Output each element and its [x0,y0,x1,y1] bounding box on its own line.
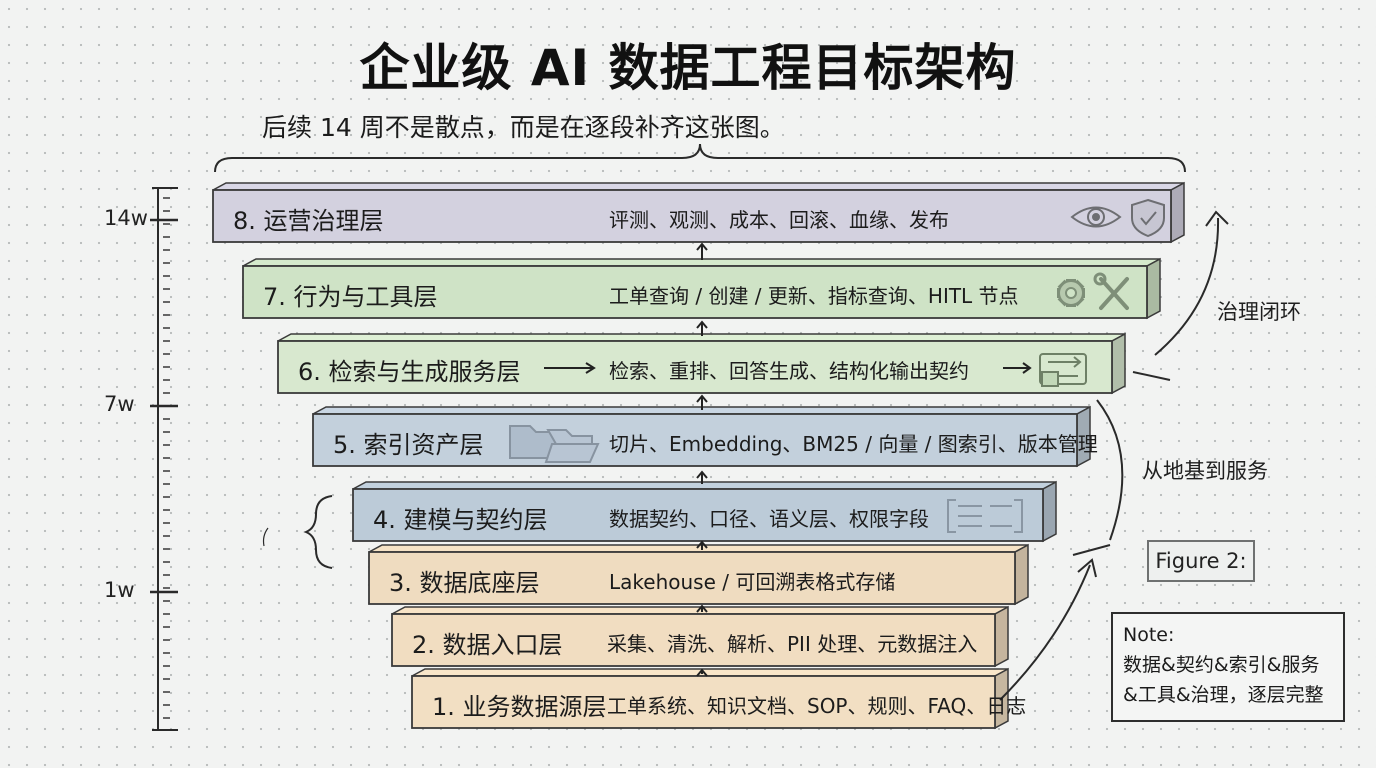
side-curve-end [1072,544,1111,556]
layer-side-face [1042,480,1057,543]
layer-label: 4. 建模与契约层 [373,506,548,534]
inline-arrow [1003,362,1032,374]
page-title: 企业级 AI 数据工程目标架构 [359,39,1017,97]
layer-up-arrowhead [696,242,708,251]
eye-icon [1070,206,1122,228]
layer-label: 5. 索引资产层 [333,431,484,459]
layer-slab [312,405,1091,468]
layer-slab [411,667,1009,730]
layer-up-arrowhead [696,320,708,329]
gear-icon [1057,279,1085,307]
brace-path [214,143,1186,173]
layer-up-arrowhead [696,668,708,677]
layer-description: 评测、观测、成本、回滚、血缘、发布 [609,208,949,232]
layer-top-face [212,182,1185,191]
layer-label: 3. 数据底座层 [389,569,540,597]
layer-slab [242,257,1161,320]
layer-top-face [242,258,1161,267]
layer-label: 8. 运营治理层 [233,207,384,235]
subtitle: 后续 14 周不是散点，而是在逐段补齐这张图。 [262,113,785,142]
timeline-tick-label: 14w [104,206,148,230]
layer-label: 6. 检索与生成服务层 [298,358,521,386]
layer-arrows [544,242,1032,677]
pencil-mark [262,527,269,547]
top-brace [214,143,1186,173]
governance-loop-label: 治理闭环 [1217,300,1301,324]
layer-front-face [242,265,1148,319]
layer-top-face [352,481,1057,490]
layer-description: 数据契约、口径、语义层、权限字段 [609,507,929,531]
layer-side-face [1111,332,1126,395]
document-flow-icon [1039,353,1087,387]
note-box: Note: 数据&契约&索引&服务 &工具&治理，逐层完整 [1111,612,1345,722]
layer-side-face [1170,181,1185,244]
layer-up-arrowhead [696,604,708,613]
layer-label: 7. 行为与工具层 [263,283,438,311]
layer-icons [509,198,1165,533]
layer-front-face [411,675,996,729]
note-line: &工具&治理，逐层完整 [1123,684,1324,706]
side-curve [1096,399,1124,541]
wrench-screwdriver-icon [1093,272,1129,310]
side-arrows [262,210,1229,701]
layer-slab [352,480,1057,543]
timeline-axis [150,187,178,731]
governance-loop-tick [1132,371,1171,381]
note-line: 数据&契约&索引&服务 [1123,654,1320,676]
layer-top-face [411,668,1009,677]
left-bracket [303,495,333,569]
layer-label: 1. 业务数据源层 [432,693,607,721]
layer-front-face [352,488,1044,542]
layer-front-face [312,413,1078,467]
layer-slab [391,605,1009,668]
layer-side-face [1014,543,1029,606]
governance-loop-arrow [1154,210,1229,356]
timeline-tick-label: 1w [104,578,135,602]
layer-label: 2. 数据入口层 [412,631,563,659]
layer-front-face [368,551,1016,605]
note-line: Note: [1123,624,1175,646]
layer-slab [212,181,1185,244]
layer-stack [212,181,1185,730]
layer-description: 工单系统、知识文档、SOP、规则、FAQ、日志 [607,694,1027,718]
inline-arrow [544,362,596,374]
layer-front-face [277,340,1113,394]
open-folder-icon [544,429,600,463]
layer-description: 检索、重排、回答生成、结构化输出契约 [609,359,969,383]
layer-front-face [212,189,1172,243]
foundation-to-service-label: 从地基到服务 [1142,459,1268,483]
layer-slab [277,332,1126,395]
layer-up-arrowhead [696,540,708,549]
schema-table-icon [947,499,1023,533]
layer-side-face [994,605,1009,668]
layer-up-arrowhead [696,470,708,479]
timeline-tick-label: 7w [104,392,135,416]
layer-description: Lakehouse / 可回溯表格式存储 [609,570,896,594]
layer-description: 切片、Embedding、BM25 / 向量 / 图索引、版本管理 [609,432,1098,456]
layer-up-arrowhead [696,394,708,403]
layer-front-face [391,613,996,667]
layer-slab [368,543,1029,606]
layer-side-face [1146,257,1161,320]
layer-description: 采集、清洗、解析、PII 处理、元数据注入 [607,632,978,656]
layer-description: 工单查询 / 创建 / 更新、指标查询、HITL 节点 [609,284,1019,308]
foundation-to-service-arrow [999,558,1097,701]
figure-label: Figure 2: [1147,540,1255,582]
shield-check-icon [1131,198,1165,238]
